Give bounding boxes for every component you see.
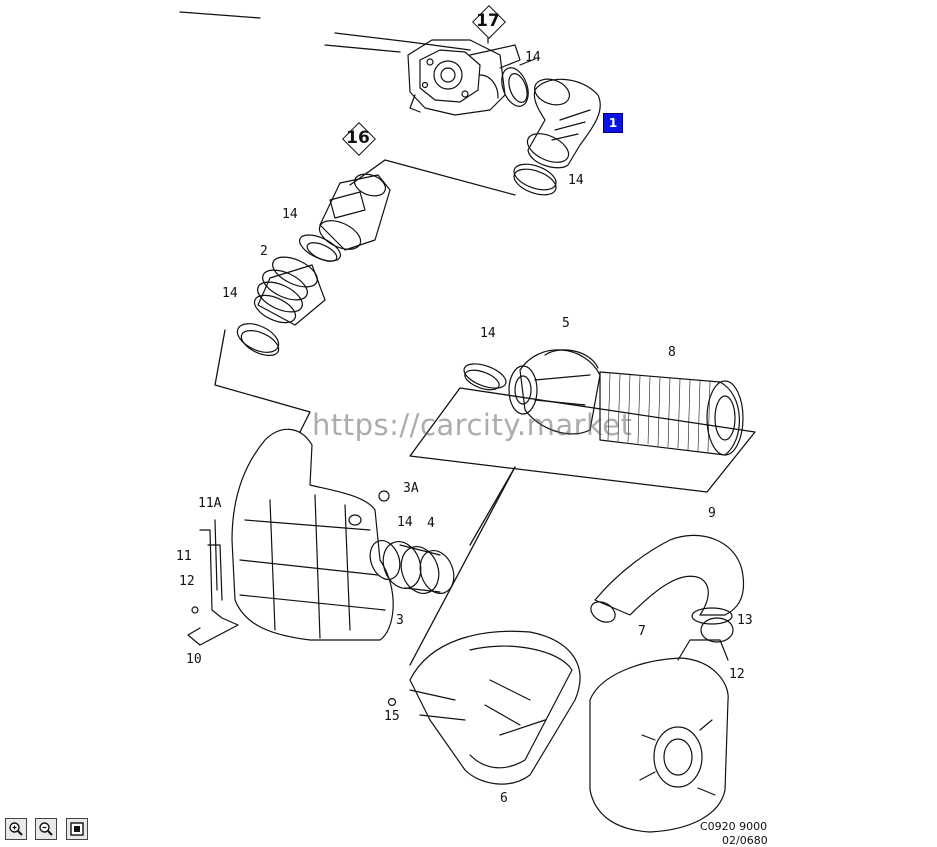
zoom-in-icon — [9, 822, 23, 836]
connector-hose-drawing — [369, 540, 455, 594]
resonator-drawing — [231, 428, 394, 641]
part-label-14[interactable]: 14 — [397, 515, 413, 530]
part-label-3[interactable]: 3 — [396, 613, 404, 628]
bracket-drawing — [187, 519, 239, 646]
part-label-13[interactable]: 13 — [737, 613, 753, 628]
elbow-hose-drawing — [526, 78, 601, 169]
part-label-2[interactable]: 2 — [260, 244, 268, 259]
group-callout-16[interactable]: 16 — [342, 122, 374, 154]
zoom-in-button[interactable] — [5, 818, 27, 840]
part-label-6[interactable]: 6 — [500, 791, 508, 806]
throttle-body-drawing — [407, 29, 521, 116]
part-label-14[interactable]: 14 — [282, 207, 298, 222]
part-label-12[interactable]: 12 — [179, 574, 195, 589]
clamp-drawing — [501, 67, 529, 107]
part-label-14[interactable]: 14 — [525, 50, 541, 65]
watermark-text: https://carcity.market — [312, 408, 633, 442]
part-label-12[interactable]: 12 — [729, 667, 745, 682]
fit-to-window-icon — [70, 822, 84, 836]
part-label-3a[interactable]: 3A — [403, 481, 419, 496]
zoom-out-button[interactable] — [35, 818, 57, 840]
part-label-14[interactable]: 14 — [222, 286, 238, 301]
part-label-15[interactable]: 15 — [384, 709, 400, 724]
part-label-11a[interactable]: 11A — [198, 496, 222, 511]
part-label-7[interactable]: 7 — [638, 624, 646, 639]
part-label-8[interactable]: 8 — [668, 345, 676, 360]
part-label-10[interactable]: 10 — [186, 652, 202, 667]
filter-element-drawing — [599, 371, 744, 456]
selected-part-badge[interactable]: 1 — [603, 113, 623, 133]
part-label-14[interactable]: 14 — [480, 326, 496, 341]
lower-housing-drawing — [409, 630, 581, 785]
upper-housing-drawing — [589, 639, 729, 833]
zoom-out-icon — [39, 822, 53, 836]
fit-to-window-button[interactable] — [66, 818, 88, 840]
drawing-code: C0920 9000 — [700, 820, 768, 833]
intake-duct-drawing — [590, 534, 745, 643]
part-label-14[interactable]: 14 — [568, 173, 584, 188]
part-label-4[interactable]: 4 — [427, 516, 435, 531]
group-callout-17[interactable]: 17 — [472, 5, 504, 37]
part-label-11[interactable]: 11 — [176, 549, 192, 564]
bellows-hose-drawing — [253, 256, 326, 326]
part-label-9[interactable]: 9 — [708, 506, 716, 521]
group-outline-lines — [179, 11, 756, 666]
drawing-date-code: 02/0680 — [722, 834, 768, 847]
part-label-5[interactable]: 5 — [562, 316, 570, 331]
